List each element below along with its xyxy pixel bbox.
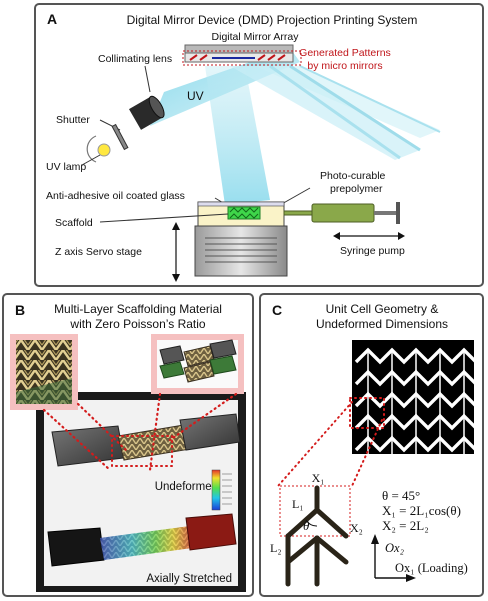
ox1-label: Ox₁ (Loading)	[395, 561, 468, 575]
panel-c-letter: C	[272, 302, 282, 318]
inset-left-layer	[16, 378, 72, 404]
scaffold-label: Scaffold	[55, 217, 93, 229]
uv-lamp	[97, 143, 111, 157]
l1-label: L₁	[292, 497, 304, 511]
l2-label: L₂	[270, 541, 282, 555]
patterns-label-2: by micro mirrors	[307, 60, 382, 72]
unit-cell-connectors	[277, 397, 385, 487]
chevron-lattice	[352, 340, 478, 454]
collimating-lens-leader	[144, 65, 151, 93]
ox2-arrow	[371, 534, 379, 544]
syringe-arrow-right	[398, 232, 405, 240]
z-stage	[194, 225, 288, 277]
inset-right-stack	[159, 339, 237, 383]
collimating-lens-label: Collimating lens	[98, 53, 172, 65]
uv-beam-stray-1	[230, 66, 420, 160]
anti-adhesive-label: Anti-adhesive oil coated glass	[46, 190, 185, 202]
ox2-label: Ox₂	[385, 541, 405, 555]
x2-label: X₂	[350, 521, 363, 535]
zoom-region	[111, 435, 173, 467]
stretched-pad-right	[185, 513, 237, 551]
ox1-arrow	[406, 574, 416, 582]
stretched-pad-left	[47, 527, 105, 567]
theta-label: θ	[303, 518, 310, 533]
unit-cell	[285, 485, 349, 587]
syringe-pump-label: Syringe pump	[340, 245, 405, 257]
z-stage-label: Z axis Servo stage	[55, 246, 142, 258]
panel-b: B Multi-Layer Scaffolding Material with …	[2, 293, 254, 597]
z-arrow-up	[172, 222, 180, 230]
equation-x1: X₁ = 2L₁cos(θ)	[382, 503, 461, 518]
uv-lamp-label: UV lamp	[46, 161, 86, 173]
panel-c-title-2: Undeformed Dimensions	[316, 317, 448, 331]
panel-b-title-2: with Zero Poisson’s Ratio	[69, 317, 205, 331]
uv-ray-1	[289, 64, 421, 152]
x1-label: X₁	[312, 471, 325, 485]
prepolymer-label-1: Photo-curable	[320, 170, 386, 182]
stretched-lattice-texture	[100, 526, 192, 560]
scaffold-leader	[99, 213, 229, 223]
scaffold-print	[227, 206, 261, 220]
uv-lamp-leader	[81, 154, 101, 166]
uv-ray-3	[299, 65, 441, 133]
equation-theta: θ = 45°	[382, 488, 420, 503]
theta-arc	[305, 519, 318, 527]
panel-b-letter: B	[15, 302, 25, 318]
patterns-highlight	[182, 50, 302, 66]
prepolymer-leader	[279, 187, 311, 206]
prepolymer-label-2: prepolymer	[330, 183, 383, 195]
panel-b-title-1: Multi-Layer Scaffolding Material	[54, 302, 222, 316]
panel-a-title: Digital Mirror Device (DMD) Projection P…	[127, 13, 418, 27]
stretched-label: Axially Stretched	[146, 573, 232, 585]
panel-c-title-1: Unit Cell Geometry &	[326, 302, 439, 316]
patterns-label-1: Generated Patterns	[299, 47, 391, 59]
strain-legend	[211, 469, 232, 511]
undeformed-label: Undeformed	[155, 481, 218, 493]
zoom-connectors	[42, 392, 238, 472]
shutter	[111, 123, 129, 151]
syringe-arrow-left	[333, 232, 340, 240]
panel-c: C Unit Cell Geometry & Undeformed Dimens…	[259, 293, 484, 597]
z-arrow-down	[172, 274, 180, 282]
lamp-reflector	[86, 135, 97, 163]
mirror-array	[184, 44, 294, 54]
micro-mirrors	[189, 54, 286, 61]
undeformed-sample	[51, 413, 241, 467]
uv-beam-projected	[205, 66, 270, 205]
collimating-lens	[129, 95, 165, 130]
equation-x2: X₂ = 2L₂	[382, 518, 429, 533]
coated-glass	[197, 201, 285, 207]
panel-a: A Digital Mirror Device (DMD) Projection…	[34, 3, 484, 287]
mirror-array-label: Digital Mirror Array	[212, 31, 300, 43]
uv-label: UV	[187, 89, 204, 103]
shutter-label: Shutter	[56, 114, 90, 126]
stretched-sample	[47, 513, 237, 567]
uv-ray-2	[269, 64, 401, 160]
panel-a-letter: A	[47, 11, 57, 27]
syringe-pump	[283, 202, 400, 224]
z-stage-ribs	[205, 237, 277, 263]
